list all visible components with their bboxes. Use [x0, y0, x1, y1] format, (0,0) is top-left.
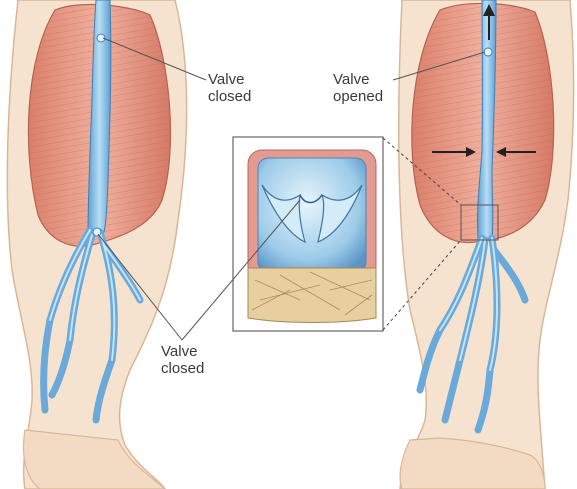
label-left-top-line1: Valve	[208, 71, 251, 88]
label-valve-closed-top: Valve closed	[208, 71, 251, 105]
left-leg	[7, 0, 186, 489]
label-right-top-line2: opened	[333, 88, 383, 105]
left-foot	[23, 430, 165, 489]
inset-tissue-section	[248, 268, 376, 323]
label-valve-opened: Valve opened	[333, 71, 383, 105]
left-bottom-valve-icon	[93, 228, 101, 236]
label-left-top-line2: closed	[208, 88, 251, 105]
right-top-valve-icon	[484, 48, 492, 56]
label-right-top-line1: Valve	[333, 71, 383, 88]
label-bottom-line2: closed	[161, 360, 204, 377]
inset-vein-lumen	[258, 158, 366, 272]
label-valve-closed-bottom: Valve closed	[161, 343, 204, 377]
valve-zoom-inset	[233, 137, 383, 331]
right-leg	[399, 0, 574, 489]
label-bottom-line1: Valve	[161, 343, 204, 360]
